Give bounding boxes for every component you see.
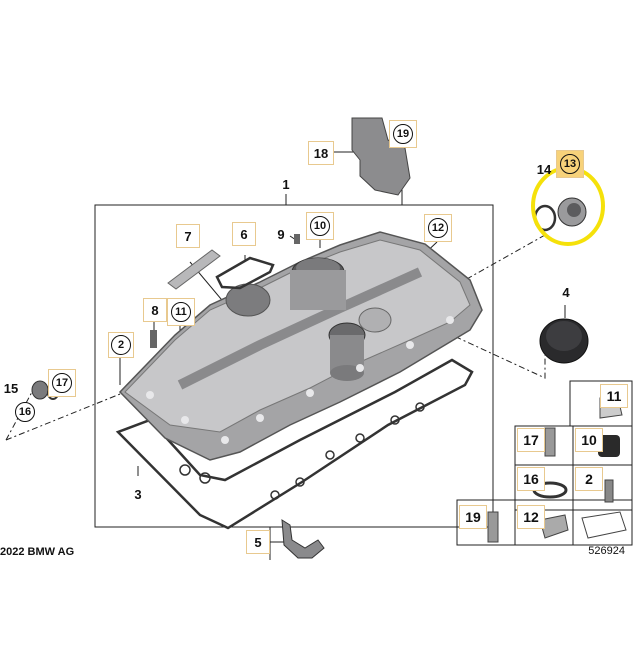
bracket-5 — [281, 519, 325, 559]
callout-7: 7 — [176, 224, 200, 248]
callout-13-box: 13 — [556, 150, 584, 178]
gasket-outline — [115, 358, 474, 530]
bolt-9 — [294, 234, 300, 244]
callout-5: 5 — [246, 530, 270, 554]
callout-11-box: 11 — [167, 298, 195, 326]
seal-ring-6 — [215, 256, 275, 290]
callout-2: 2 — [111, 335, 131, 355]
assembly-frame — [94, 204, 494, 528]
arrow-icon — [581, 511, 627, 539]
callout-11: 11 — [171, 302, 191, 322]
callout-16: 16 — [15, 402, 35, 422]
insulating-strip — [167, 249, 221, 290]
callout-19-box: 19 — [389, 120, 417, 148]
callout-12: 12 — [428, 218, 448, 238]
table-label-10: 10 — [575, 428, 603, 452]
callout-18: 18 — [308, 141, 334, 165]
callout-2-box: 2 — [108, 332, 134, 358]
sensor-15 — [31, 380, 49, 400]
valve-cover-ridge — [177, 267, 423, 390]
table-label-2: 2 — [575, 467, 603, 491]
callout-4: 4 — [562, 284, 570, 300]
bolt-icon-17 — [544, 427, 556, 457]
bracket-18 — [351, 117, 411, 196]
callout-10: 10 — [310, 216, 330, 236]
parts-table-grid — [456, 380, 633, 546]
copyright-text: 2022 BMW AG — [0, 546, 75, 558]
screw-8 — [150, 330, 157, 348]
callout-12-box: 12 — [424, 214, 452, 242]
nut-icon-12 — [539, 514, 569, 539]
table-label-11: 11 — [600, 384, 628, 408]
table-label-12: 12 — [517, 505, 545, 529]
callout-3: 3 — [134, 486, 142, 502]
gasket-plug-rings — [179, 402, 425, 500]
table-label-17: 17 — [517, 428, 545, 452]
callout-9: 9 — [277, 226, 285, 242]
callout-1: 1 — [282, 176, 290, 192]
callout-10-box: 10 — [306, 212, 334, 240]
callout-8: 8 — [143, 298, 167, 322]
screw-icon-19 — [487, 511, 499, 543]
table-label-19: 19 — [459, 505, 487, 529]
callout-6: 6 — [232, 222, 256, 246]
callout-19: 19 — [393, 124, 413, 144]
callout-15: 15 — [3, 380, 19, 396]
callout-14: 14 — [536, 161, 552, 177]
cover-bolts — [146, 316, 454, 444]
callout-17: 17 — [52, 373, 72, 393]
filler-tower — [290, 270, 346, 310]
callout-13: 13 — [560, 154, 580, 174]
drawing-number: 526924 — [588, 545, 625, 557]
stud-icon-2 — [604, 479, 614, 503]
callout-17-box: 17 — [48, 369, 76, 397]
table-label-16: 16 — [517, 467, 545, 491]
grommet-icon-10 — [598, 435, 620, 457]
